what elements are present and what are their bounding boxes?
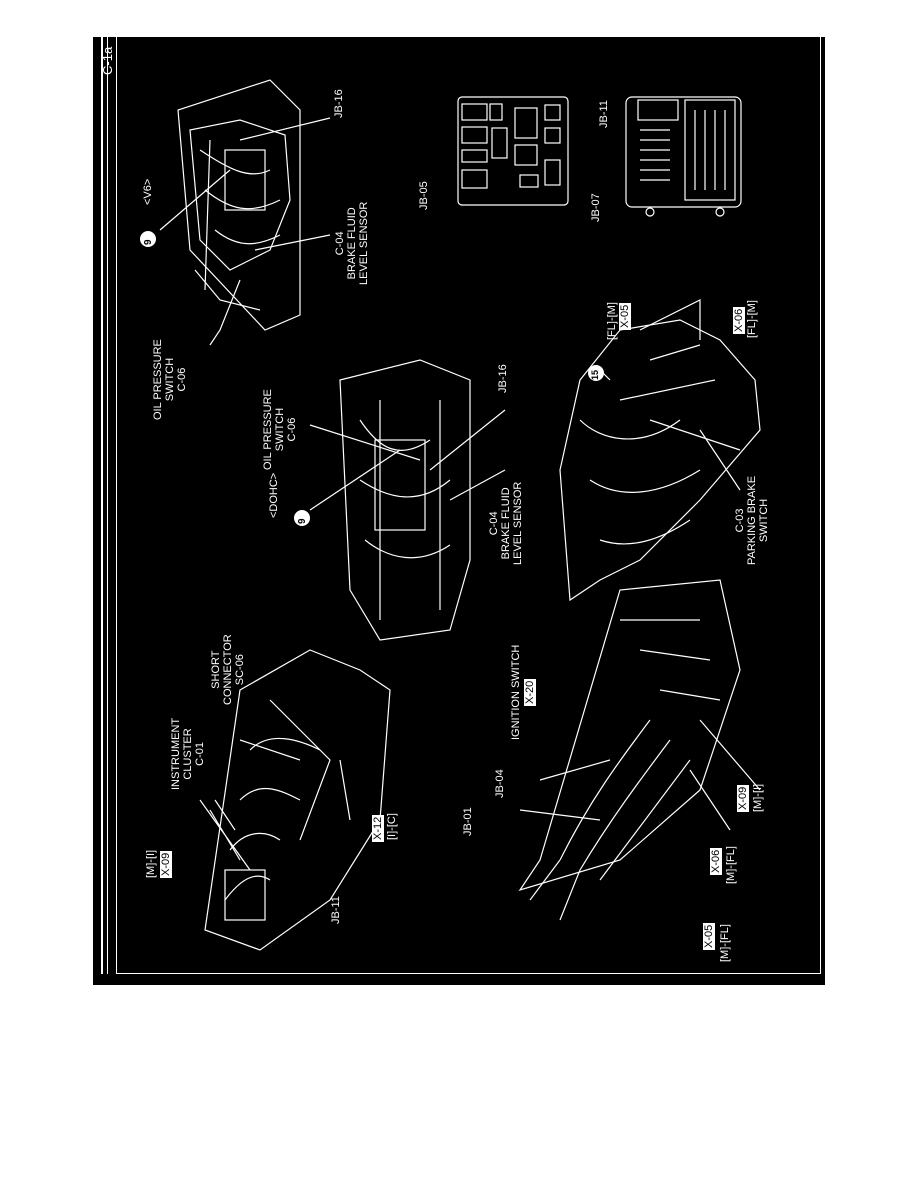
page-id: C-1a (100, 46, 115, 75)
fl-m-top-label: [FL]-[M] (606, 302, 618, 340)
oil-pressure-switch-dohc: OIL PRESSURE SWITCH C-06 (262, 389, 298, 470)
x12-connector: X-12 (372, 814, 384, 842)
x20-connector: X-20 (524, 678, 536, 706)
instrument-panel-drawing (199, 649, 391, 951)
circle-15-label: 15 (590, 369, 600, 380)
jb16-dohc-label: JB-16 (497, 364, 509, 393)
mfl-05-label: [M]-[FL] (719, 924, 731, 962)
x05-top-connector: X-05 (619, 302, 631, 330)
circle-9-dohc (294, 510, 310, 526)
brake-fluid-sensor-v6: C-04 BRAKE FLUID LEVEL SENSOR (334, 201, 370, 285)
oil-pressure-switch-v6: OIL PRESSURE SWITCH C-06 (152, 339, 188, 420)
inner-border (116, 37, 821, 974)
parking-brake-switch: C-03 PARKING BRAKE SWITCH (734, 475, 770, 565)
x09-bottom-connector: X-09 (737, 784, 749, 812)
callout-circles (140, 231, 604, 526)
jb07-label: JB-07 (590, 193, 602, 222)
v6-label: <V6> (142, 178, 154, 205)
jb01-label: JB-01 (462, 807, 474, 836)
mfl-06-label: [M]-[FL] (725, 846, 737, 884)
dohc-label: <DOHC> (268, 472, 280, 518)
mi-bottom-label: [M]-[I] (752, 783, 764, 812)
short-connector-label: SHORT CONNECTOR SC-06 (210, 634, 246, 705)
dohc-engine-bay-drawing (309, 359, 506, 641)
jb11-dash-label: JB-11 (330, 896, 342, 924)
ic-label: [I]-[C] (386, 813, 398, 840)
jb05-label: JB-05 (418, 181, 430, 210)
ignition-switch-label: IGNITION SWITCH (510, 644, 522, 740)
brake-fluid-sensor-dohc: C-04 BRAKE FLUID LEVEL SENSOR (488, 481, 524, 565)
instrument-cluster-label: INSTRUMENT CLUSTER C-01 (170, 717, 206, 790)
jb05-jb07-drawing (457, 96, 569, 206)
main-harness-drawing (518, 579, 761, 921)
fl-m-bottom-label: [FL]-[M] (746, 300, 758, 338)
diagram-sheet (93, 37, 825, 985)
circle-9-dohc-label: 9 (297, 518, 308, 524)
jb11-fusebox-drawing (625, 96, 742, 217)
mi-top-label: [M]-[I] (145, 849, 157, 878)
circle-15 (588, 365, 604, 381)
x09-top-connector: X-09 (160, 850, 172, 878)
floor-harness-drawing (559, 299, 761, 602)
frame-line (101, 37, 103, 974)
v6-engine-bay-drawing (159, 79, 331, 346)
x06-top-connector: X-06 (733, 306, 745, 334)
x05-bottom-connector: X-05 (703, 922, 715, 950)
jb04-label: JB-04 (494, 769, 506, 798)
jb16-v6-label: JB-16 (333, 89, 345, 118)
jb11-fusebox-label: JB-11 (598, 100, 610, 128)
frame-line-inner (107, 37, 108, 974)
circle-9-v6-label: 9 (143, 239, 154, 245)
x06-bottom-connector: X-06 (710, 847, 722, 875)
circle-9-v6 (140, 231, 156, 247)
